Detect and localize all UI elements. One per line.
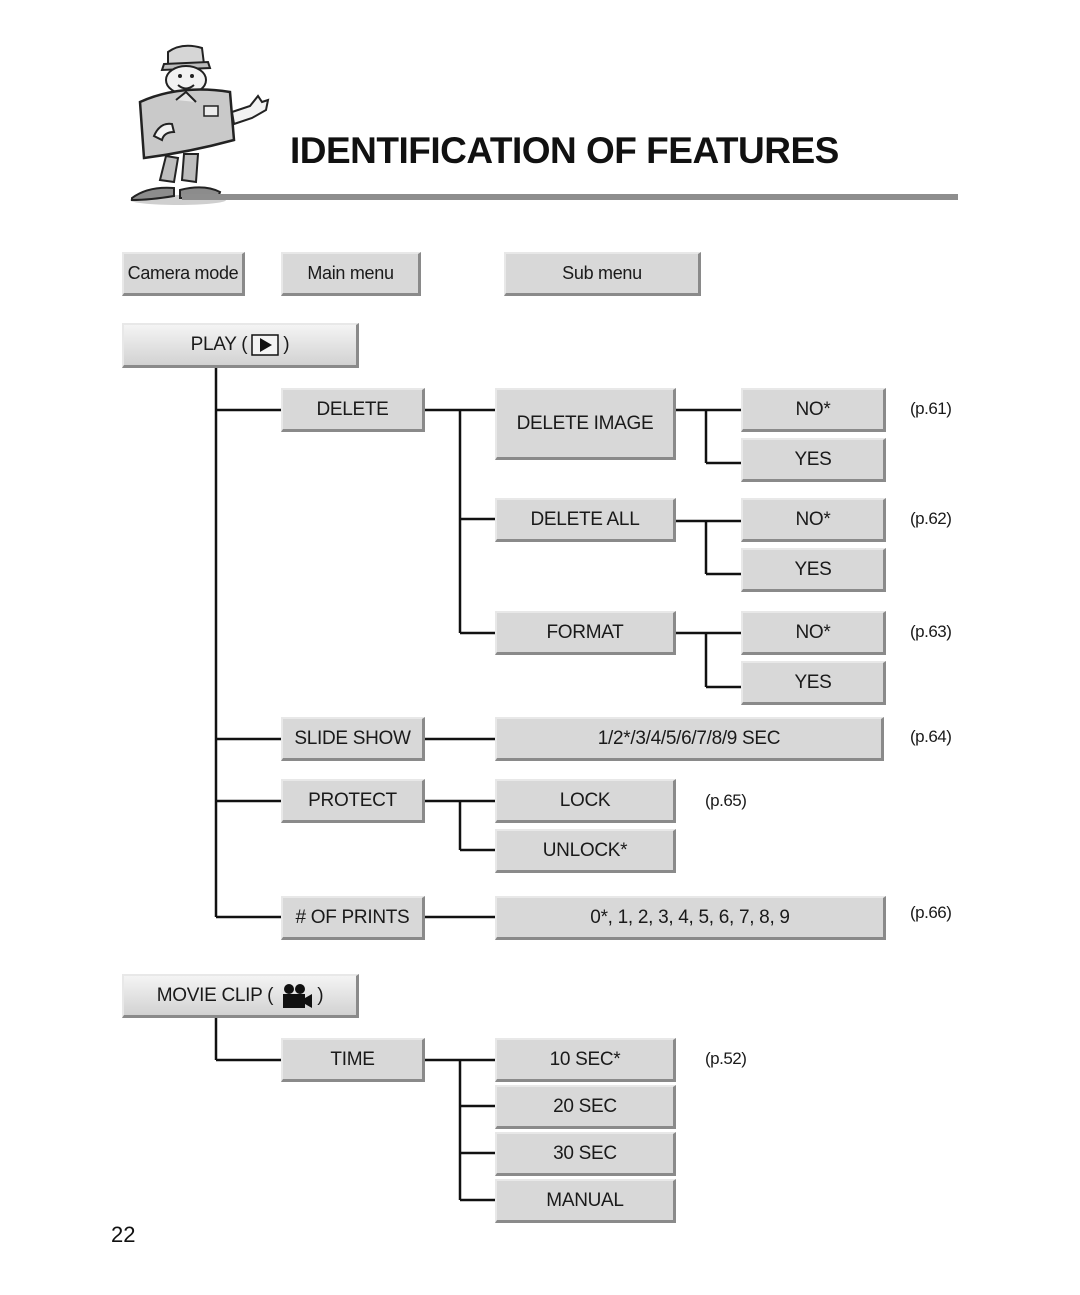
menu-delete: DELETE	[281, 388, 425, 432]
submenu-format: FORMAT	[495, 611, 676, 655]
submenu-slide-show-interval: 1/2*/3/4/5/6/7/8/9 SEC	[495, 717, 884, 761]
submenu-delete-image: DELETE IMAGE	[495, 388, 676, 460]
menu-slide-show-label: SLIDE SHOW	[294, 727, 411, 749]
page-title: IDENTIFICATION OF FEATURES	[290, 130, 839, 171]
play-mode-box: PLAY ( )	[122, 323, 359, 368]
movie-camera-icon	[283, 983, 313, 1008]
title-rule	[182, 194, 958, 200]
option-delete-image-yes-label: YES	[794, 448, 832, 470]
legend-sub-menu: Sub menu	[504, 252, 701, 296]
option-lock-label: LOCK	[559, 789, 611, 811]
play-triangle-icon	[251, 334, 280, 356]
option-time-10-sec-label: 10 SEC*	[549, 1048, 621, 1070]
option-time-30-sec: 30 SEC	[495, 1132, 676, 1176]
option-delete-image-no-label: NO*	[795, 398, 831, 420]
legend-main-menu-label: Main menu	[307, 263, 394, 283]
page-ref-prints: (p.66)	[910, 903, 952, 922]
submenu-delete-image-label: DELETE IMAGE	[516, 412, 654, 434]
movie-clip-mode-box: MOVIE CLIP ( )	[122, 974, 359, 1018]
page-number: 22	[111, 1222, 136, 1247]
menu-time-label: TIME	[330, 1048, 375, 1070]
menu-protect: PROTECT	[281, 779, 425, 823]
menu-protect-label: PROTECT	[308, 789, 397, 811]
menu-number-of-prints-label: # OF PRINTS	[295, 906, 410, 928]
submenu-prints-values-label: 0*, 1, 2, 3, 4, 5, 6, 7, 8, 9	[590, 906, 790, 928]
option-delete-all-yes-label: YES	[794, 558, 832, 580]
submenu-delete-all: DELETE ALL	[495, 498, 676, 542]
option-unlock-label: UNLOCK*	[542, 839, 628, 861]
option-format-no: NO*	[741, 611, 886, 655]
option-time-30-sec-label: 30 SEC	[553, 1142, 617, 1164]
option-format-yes: YES	[741, 661, 886, 705]
option-time-manual: MANUAL	[495, 1179, 676, 1223]
submenu-prints-values: 0*, 1, 2, 3, 4, 5, 6, 7, 8, 9	[495, 896, 886, 940]
submenu-delete-all-label: DELETE ALL	[530, 508, 640, 530]
option-time-manual-label: MANUAL	[546, 1189, 624, 1211]
option-delete-image-yes: YES	[741, 438, 886, 482]
menu-number-of-prints: # OF PRINTS	[281, 896, 425, 940]
page-ref-slide-show: (p.64)	[910, 727, 952, 746]
page-ref-delete-image: (p.61)	[910, 399, 952, 418]
legend-main-menu: Main menu	[281, 252, 421, 296]
camera-mascot-icon	[130, 44, 270, 205]
option-lock: LOCK	[495, 779, 676, 823]
movie-clip-mode-label-close: )	[317, 984, 324, 1006]
play-mode-label-close: )	[283, 334, 290, 355]
menu-slide-show: SLIDE SHOW	[281, 717, 425, 761]
page-ref-format: (p.63)	[910, 622, 952, 641]
legend-camera-mode-label: Camera mode	[127, 263, 239, 283]
option-unlock: UNLOCK*	[495, 829, 676, 873]
legend-camera-mode: Camera mode	[122, 252, 245, 296]
page-ref-protect: (p.65)	[705, 791, 747, 810]
option-delete-image-no: NO*	[741, 388, 886, 432]
submenu-format-label: FORMAT	[546, 621, 624, 643]
play-mode-label: PLAY (	[190, 334, 248, 355]
option-delete-all-yes: YES	[741, 548, 886, 592]
movie-clip-mode-label: MOVIE CLIP (	[156, 984, 274, 1006]
option-time-20-sec-label: 20 SEC	[553, 1095, 617, 1117]
submenu-slide-show-interval-label: 1/2*/3/4/5/6/7/8/9 SEC	[597, 727, 781, 749]
option-time-20-sec: 20 SEC	[495, 1085, 676, 1129]
page-ref-delete-all: (p.62)	[910, 509, 952, 528]
legend-sub-menu-label: Sub menu	[562, 263, 642, 283]
menu-time: TIME	[281, 1038, 425, 1082]
option-time-10-sec: 10 SEC*	[495, 1038, 676, 1082]
menu-delete-label: DELETE	[316, 398, 389, 420]
option-delete-all-no-label: NO*	[795, 508, 831, 530]
option-format-yes-label: YES	[794, 671, 832, 693]
page-ref-time: (p.52)	[705, 1049, 747, 1068]
option-format-no-label: NO*	[795, 621, 831, 643]
option-delete-all-no: NO*	[741, 498, 886, 542]
